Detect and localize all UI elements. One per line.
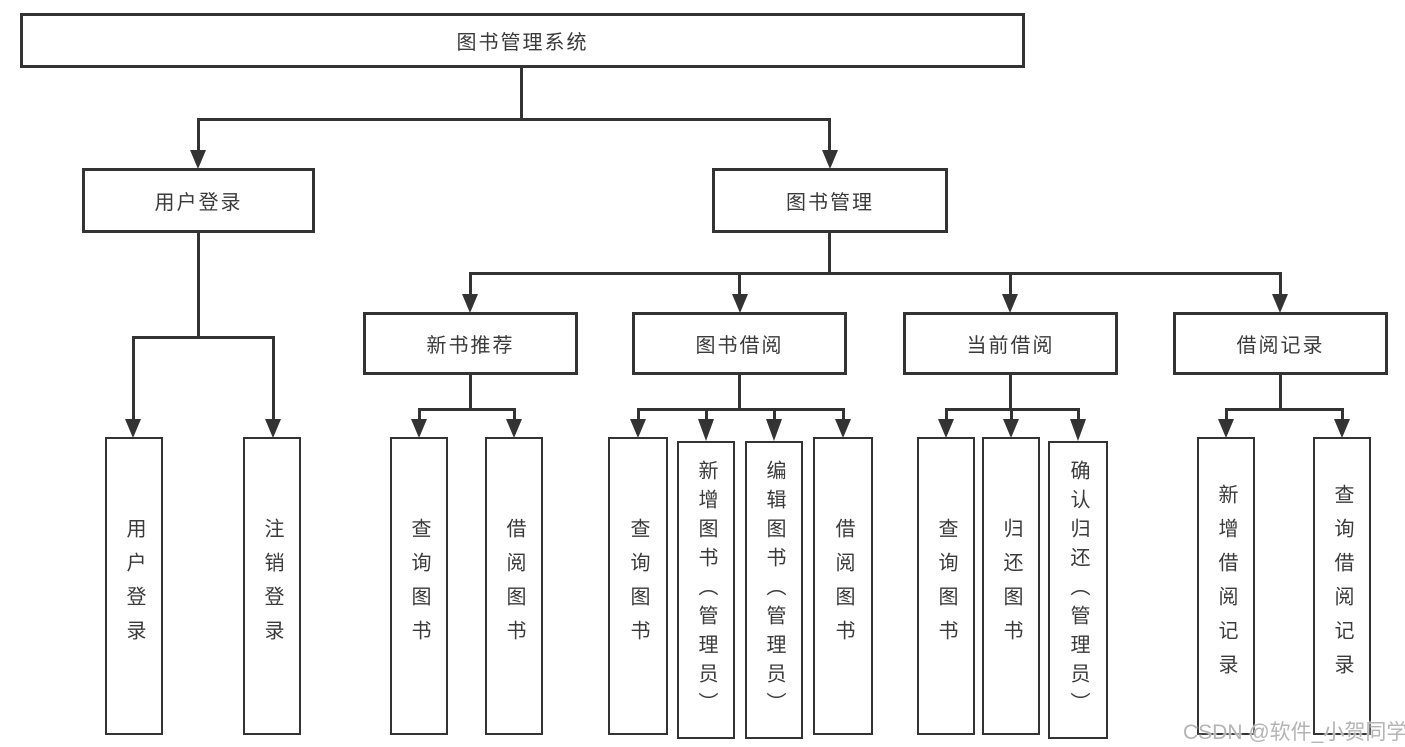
connector-drop [738, 272, 741, 294]
connector-drop [945, 408, 948, 419]
node-label: 新书推荐 [426, 335, 515, 357]
node-book-borrowing: 图书借阅 [632, 312, 847, 375]
node-book-management: 图书管理 [712, 168, 948, 233]
connector-drop [1341, 408, 1344, 419]
leaf-borrow-books: 借阅图书 [485, 437, 543, 735]
arrow-down-icon [1218, 419, 1234, 438]
arrow-down-icon [698, 419, 714, 441]
connector-bus [637, 408, 845, 411]
connector-stem [469, 375, 472, 408]
connector-drop [1225, 408, 1228, 419]
connector-stem [738, 375, 741, 408]
leaf-edit-books-admin: 编辑图书（管理员） [745, 441, 803, 739]
node-user-login: 用户登录 [82, 168, 315, 233]
leaf-label: 查询图书 [408, 518, 430, 654]
leaf-label: 新增借阅记录 [1215, 484, 1237, 688]
connector-drop [272, 336, 275, 419]
connector-bus [1225, 408, 1344, 411]
leaf-label: 查询图书 [935, 518, 957, 654]
arrow-down-icon [190, 150, 206, 169]
arrow-down-icon [506, 419, 522, 438]
arrow-down-icon [462, 294, 478, 313]
leaf-query-books: 查询图书 [390, 437, 448, 735]
leaf-label: 编辑图书（管理员） [763, 459, 785, 721]
leaf-label: 归还图书 [1000, 518, 1022, 654]
leaf-query-books: 查询图书 [608, 437, 668, 735]
leaf-label: 借阅图书 [832, 518, 854, 654]
connector-user-login-bus [132, 336, 275, 339]
leaf-add-books-admin: 新增图书（管理员） [677, 441, 735, 739]
watermark: CSDN @软件_小贺同学 [1183, 721, 1405, 744]
connector-drop [637, 408, 640, 419]
node-label: 用户登录 [154, 192, 243, 214]
node-library-management-system: 图书管理系统 [20, 13, 1025, 68]
connector-drop [132, 336, 135, 419]
node-label: 当前借阅 [966, 335, 1055, 357]
arrow-down-icon [1070, 419, 1086, 441]
connector-drop [773, 408, 776, 419]
connector-user-login-stem [197, 233, 200, 336]
arrow-down-icon [766, 419, 782, 441]
connector-stem [1009, 375, 1012, 408]
connector-drop [1077, 408, 1080, 419]
arrow-down-icon [732, 294, 748, 313]
connector-book-mgmt-stem [828, 233, 831, 272]
arrow-down-icon [835, 419, 851, 438]
arrow-down-icon [630, 419, 646, 438]
leaf-borrow-books: 借阅图书 [813, 437, 873, 735]
connector-drop [1279, 272, 1282, 294]
leaf-add-borrow-record: 新增借阅记录 [1197, 437, 1255, 735]
connector-drop [1009, 272, 1012, 294]
connector-drop [418, 408, 421, 419]
connector-level3-bus [469, 272, 1282, 275]
connector-drop [469, 272, 472, 294]
connector-drop [1010, 408, 1013, 419]
leaf-query-borrow-record: 查询借阅记录 [1313, 437, 1371, 735]
connector-drop [705, 408, 708, 419]
node-current-borrowing: 当前借阅 [903, 312, 1118, 375]
node-label: 图书借阅 [695, 335, 784, 357]
arrow-down-icon [265, 419, 281, 438]
arrow-down-icon [1334, 419, 1350, 438]
arrow-down-icon [411, 419, 427, 438]
connector-stem [1279, 375, 1282, 408]
connector-drop [842, 408, 845, 419]
leaf-logout: 注销登录 [243, 437, 301, 735]
leaf-label: 注销登录 [261, 518, 283, 654]
arrow-down-icon [1272, 294, 1288, 313]
node-label: 借阅记录 [1236, 335, 1325, 357]
connector-user-login-drop [197, 118, 200, 150]
leaf-query-books: 查询图书 [917, 437, 975, 735]
node-label: 图书管理 [786, 192, 874, 214]
leaf-label: 确认归还（管理员） [1067, 459, 1089, 721]
arrow-down-icon [938, 419, 954, 438]
arrow-down-icon [1003, 419, 1019, 438]
arrow-down-icon [125, 419, 141, 438]
arrow-down-icon [1002, 294, 1018, 313]
node-new-book-recommend: 新书推荐 [363, 312, 578, 375]
connector-drop [513, 408, 516, 419]
leaf-confirm-return-admin: 确认归还（管理员） [1048, 441, 1108, 739]
connector-bus [418, 408, 516, 411]
connector-level2-bus [197, 118, 831, 121]
leaf-label: 查询图书 [627, 518, 649, 654]
leaf-return-books: 归还图书 [982, 437, 1040, 735]
node-label: 图书管理系统 [456, 32, 589, 54]
node-borrowing-records: 借阅记录 [1173, 312, 1388, 375]
leaf-label: 查询借阅记录 [1331, 484, 1353, 688]
arrow-down-icon [822, 150, 838, 169]
leaf-label: 用户登录 [123, 518, 145, 654]
leaf-label: 借阅图书 [503, 518, 525, 654]
leaf-label: 新增图书（管理员） [695, 459, 717, 721]
leaf-user-login: 用户登录 [105, 437, 163, 735]
connector-root-stem [520, 68, 523, 118]
connector-book-mgmt-drop [828, 118, 831, 150]
